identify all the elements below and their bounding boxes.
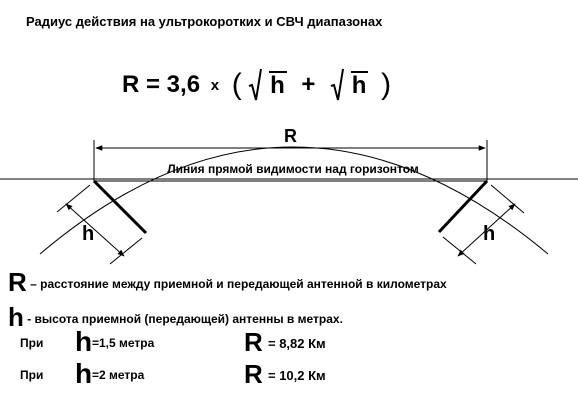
left-height-label: h	[82, 223, 94, 245]
example-r-value: = 8,82 Км	[268, 336, 326, 351]
example-h-symbol: h	[75, 326, 93, 357]
distance-label: R	[284, 126, 297, 146]
formula-term-1: h	[269, 71, 287, 99]
example-h-symbol: h	[75, 358, 93, 389]
line-of-sight-label: Линия прямой видимости над горизонтом	[167, 162, 419, 176]
right-h-ext-bottom	[442, 236, 477, 265]
legend-symbol: h	[8, 302, 24, 332]
legend-item-r: R – расстояние между приемной и передающ…	[8, 267, 447, 298]
legend-text: - высота приемной (передающей) антенны в…	[23, 312, 343, 326]
example-h-value: =1,5 метра	[92, 336, 155, 350]
left-h-ext-bottom	[109, 237, 143, 265]
example-h-value: =2 метра	[92, 368, 145, 382]
sqrt-term-2: h	[330, 68, 369, 102]
formula-close-paren: )	[381, 68, 392, 101]
left-antenna	[92, 179, 148, 235]
formula: R = 3,6 x ( h + h )	[122, 68, 391, 108]
example-prefix: При	[20, 336, 44, 350]
legend-item-h: h - высота приемной (передающей) антенны…	[8, 302, 343, 333]
formula-open-paren: (	[231, 68, 242, 101]
right-height-label: h	[483, 223, 495, 245]
formula-times: x	[210, 76, 220, 94]
example-prefix: При	[20, 368, 44, 382]
legend-symbol: R	[8, 267, 27, 297]
left-h-ext-top	[56, 184, 91, 213]
left-h-arrow	[65, 203, 125, 257]
right-h-ext-top	[490, 184, 525, 214]
example-r-value: = 10,2 Км	[268, 368, 326, 383]
example-r-symbol: R	[244, 359, 263, 389]
example-r-symbol: R	[244, 327, 263, 357]
formula-term-2: h	[350, 71, 369, 99]
right-h-arrow	[457, 203, 516, 257]
right-antenna	[437, 179, 489, 234]
legend-text: – расстояние между приемной и передающей…	[26, 277, 447, 291]
sqrt-sign-icon	[330, 68, 345, 101]
sqrt-term-1: h	[248, 68, 287, 102]
formula-lhs: R = 3,6	[122, 71, 201, 98]
sqrt-sign-icon	[249, 68, 263, 101]
diagram-title: Радиус действия на ультрокоротких и СВЧ …	[26, 14, 383, 29]
formula-plus: +	[301, 71, 316, 98]
